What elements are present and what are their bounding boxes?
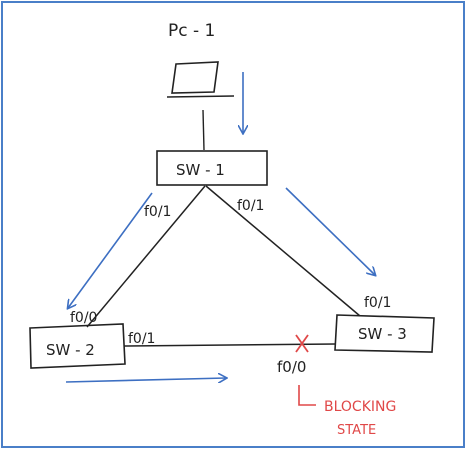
- pc-icon: [166, 61, 235, 98]
- blocked-port-icon: [295, 334, 309, 353]
- switch-sw1-label: SW - 1: [176, 161, 225, 179]
- switch-sw2: SW - 2: [29, 323, 126, 369]
- port-label-sw2-top: f0/0: [70, 310, 97, 326]
- port-label-sw1-left: f0/1: [144, 204, 171, 220]
- switch-sw2-label: SW - 2: [46, 341, 95, 359]
- blocking-label: BLOCKING: [324, 399, 396, 415]
- pc-uplink: [202, 109, 205, 151]
- switch-sw1: SW - 1: [156, 150, 268, 186]
- port-label-sw3-bottom: f0/0: [277, 358, 306, 376]
- port-label-sw2-right: f0/1: [128, 331, 155, 347]
- port-label-sw3-top: f0/1: [364, 295, 391, 311]
- arrow-sw2-to-sw3: [65, 378, 226, 382]
- link-sw1-sw2: [86, 185, 206, 328]
- switch-sw3-label: SW - 3: [358, 325, 407, 343]
- pc-label: Pc - 1: [168, 21, 215, 41]
- port-label-sw1-right: f0/1: [237, 198, 264, 214]
- state-label: STATE: [337, 423, 376, 438]
- arrow-sw1-to-sw3: [285, 187, 375, 275]
- arrow-sw1-to-sw2: [68, 192, 153, 308]
- switch-sw3: SW - 3: [334, 314, 435, 353]
- annotation-pointer: [298, 385, 316, 406]
- link-sw1-sw3: [205, 185, 361, 317]
